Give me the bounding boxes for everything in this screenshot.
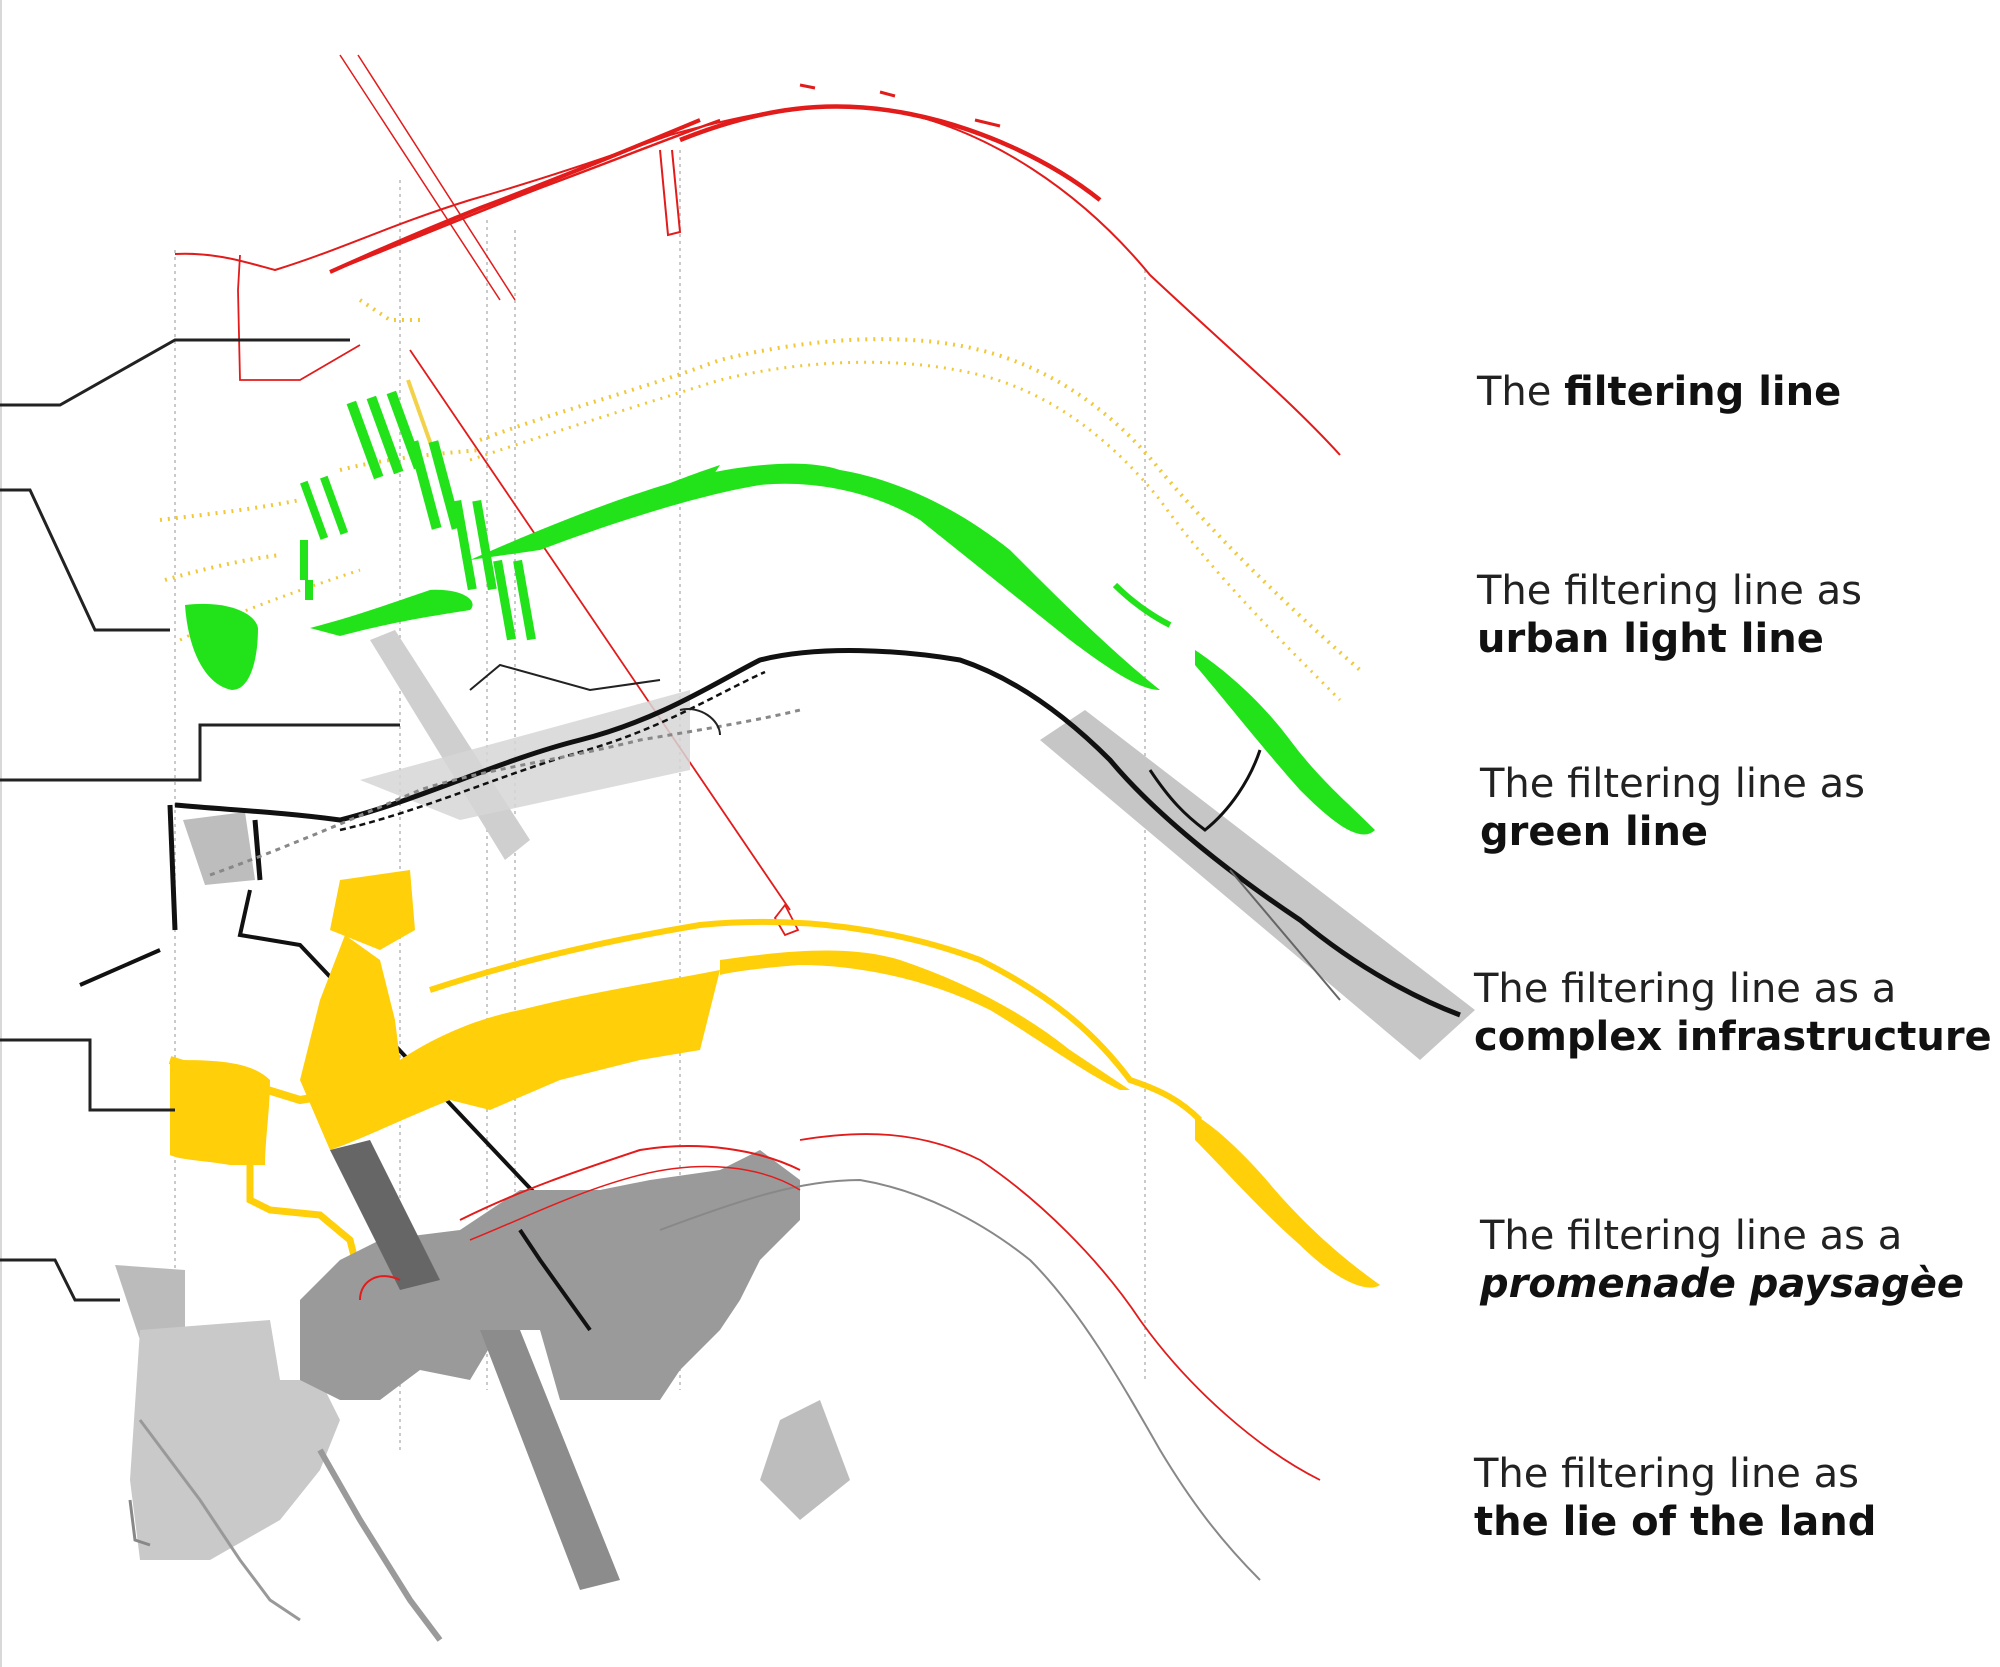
layer-label-emphasis: the lie of the land <box>1474 1499 1877 1545</box>
layer-label-urban-light-line: The filtering line as urban light line <box>1477 567 1862 663</box>
layer-label-green-line: The filtering line as green line <box>1480 760 1865 856</box>
layer-label-emphasis: urban light line <box>1477 616 1824 662</box>
layer-connectors <box>0 338 400 1302</box>
layer-label-emphasis: green line <box>1480 809 1709 855</box>
layer-label-prefix: The filtering line as <box>1474 1451 1859 1497</box>
layer-urban-light-line <box>159 298 1362 702</box>
layer-label-emphasis: promenade paysagèe <box>1480 1261 1964 1307</box>
layer-label-prefix: The filtering line as a <box>1480 1213 1903 1259</box>
layer-label-emphasis: filtering line <box>1564 369 1842 415</box>
layer-filtering-line <box>174 54 1341 937</box>
page-edge <box>0 0 2 1667</box>
layer-lie-of-the-land <box>115 1133 1321 1642</box>
layer-label-filtering-line: The filtering line <box>1477 368 1841 416</box>
green-tree-dots <box>300 390 536 641</box>
layer-label-lie-of-the-land: The filtering line as the lie of the lan… <box>1474 1450 1876 1546</box>
layer-label-prefix: The filtering line as <box>1480 761 1865 807</box>
layer-green-line <box>185 390 1375 835</box>
layer-promenade <box>168 870 1380 1303</box>
layer-label-complex-infrastructure: The filtering line as a complex infrastr… <box>1474 965 1992 1061</box>
layer-label-prefix: The <box>1477 369 1565 415</box>
layer-label-promenade: The filtering line as a promenade paysag… <box>1480 1212 1964 1308</box>
layer-label-prefix: The filtering line as a <box>1474 966 1897 1012</box>
layer-label-prefix: The filtering line as <box>1477 568 1862 614</box>
layer-label-emphasis: complex infrastructure <box>1474 1014 1992 1060</box>
layer-complex-infrastructure <box>79 630 1475 1222</box>
